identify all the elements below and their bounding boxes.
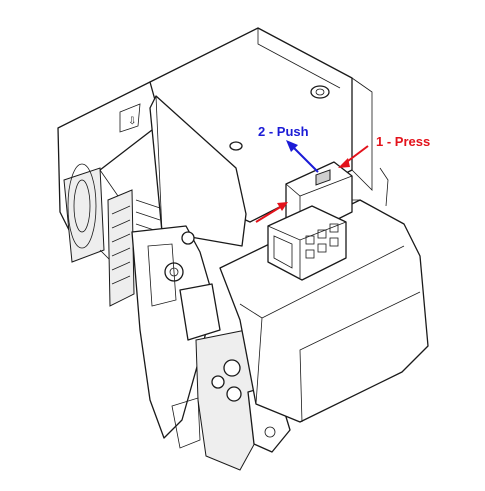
svg-text:⇩: ⇩ (128, 116, 136, 127)
press-label: 1 - Press (376, 134, 430, 149)
press-arrow-left (255, 202, 288, 223)
press-arrow-right (338, 145, 369, 168)
front-plate (107, 95, 247, 307)
push-label: 2 - Push (258, 124, 309, 139)
lever-bracket (131, 225, 291, 471)
cable-connector (267, 161, 353, 281)
push-arrow (286, 140, 319, 173)
